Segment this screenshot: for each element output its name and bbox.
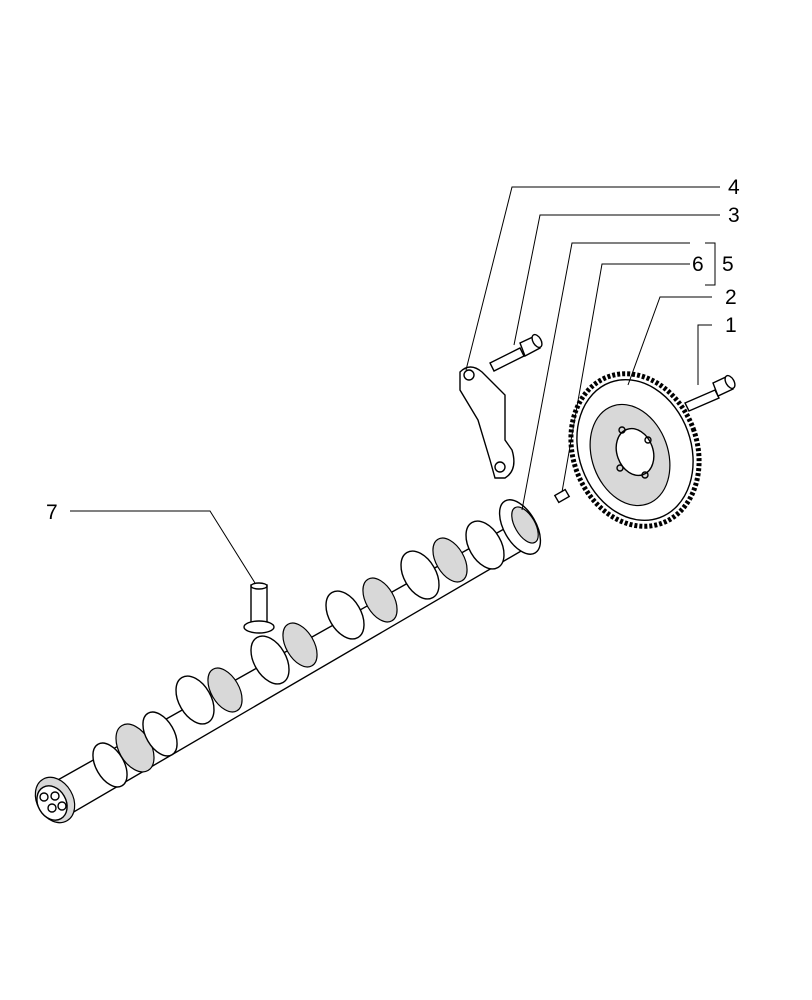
- callout-7: 7: [46, 501, 58, 524]
- callout-2: 2: [725, 286, 737, 309]
- tappet-icon: [243, 582, 275, 634]
- camshaft: [34, 499, 542, 824]
- dowel-pin-icon: [553, 488, 571, 504]
- leader-lines: [70, 186, 720, 584]
- callout-6: 6: [692, 253, 704, 276]
- flange-bolt-icon: [489, 333, 543, 372]
- callout-3: 3: [728, 204, 740, 227]
- callout-5: 5: [722, 253, 734, 276]
- thrust-plate-icon: [459, 366, 515, 479]
- flange-bolt-icon: [684, 374, 736, 412]
- callout-1: 1: [725, 314, 737, 337]
- callout-4: 4: [728, 176, 740, 199]
- camshaft-gear-icon: [568, 371, 702, 529]
